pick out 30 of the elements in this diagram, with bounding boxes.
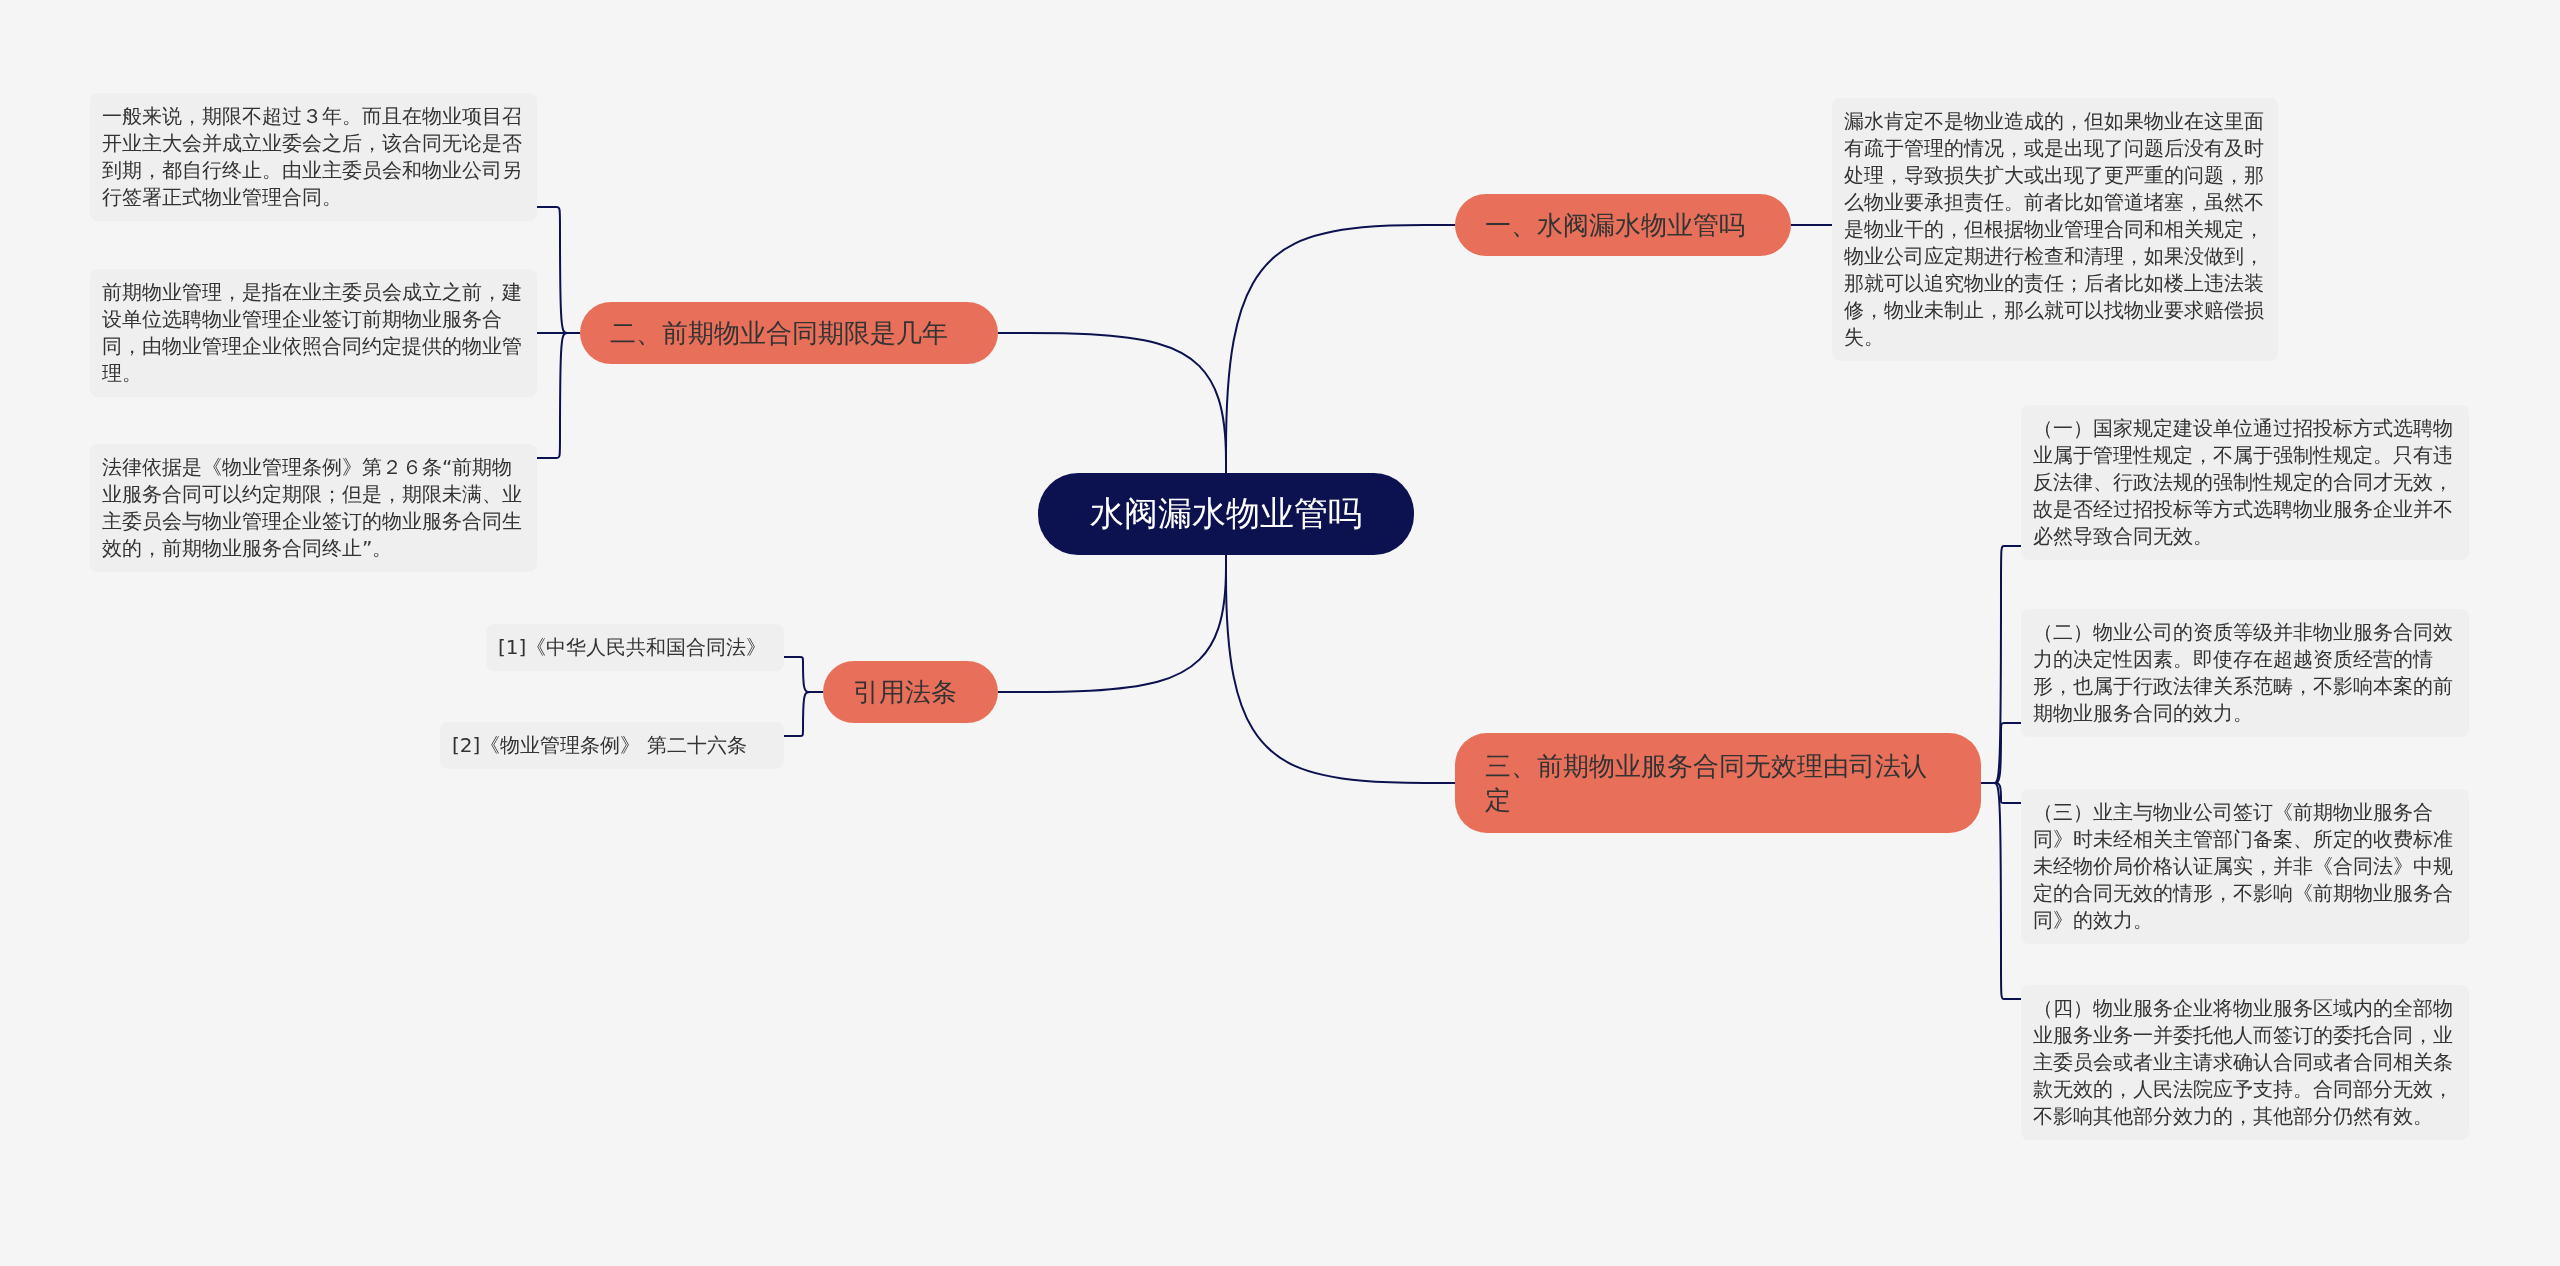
topic-text: 法律依据是《物业管理条例》第２６条“前期物业服务合同可以约定期限；但是，期限未满、业主委员会与物业管理企业签订的物业服务合同生效的，前期物业服务合同终止”。 — [102, 455, 522, 560]
connector-line — [1790, 224, 1833, 226]
connector-line — [536, 332, 581, 459]
topic-text: 一般来说，期限不超过３年。而且在物业项目召开业主大会并成立业委会之后，该合同无论是否到期，都自行终止。由业主委员会和物业公司另行签署正式物业管理合同。 — [102, 104, 522, 209]
topic-text: [1]《中华人民共和国合同法》 — [498, 635, 767, 659]
topic-text: 一、水阀漏水物业管吗 — [1485, 209, 1745, 242]
topic-text: 前期物业管理，是指在业主委员会成立之前，建设单位选聘物业管理企业签订前期物业服务合同，由物业管理企业依照合同约定提供的物业管理。 — [102, 280, 522, 385]
note-card — [2021, 789, 2469, 944]
connector-line — [997, 332, 1227, 474]
note-card — [2021, 609, 2469, 737]
topic-text: （三）业主与物业公司签订《前期物业服务合同》时未经相关主管部门备案、所定的收费标准未经物价局价格认证属实，并非《合同法》中规定的合同无效的情形，不影响《前期物业服务合同》的效力。 — [2033, 800, 2453, 932]
note-card — [440, 722, 784, 769]
topic-text: （四）物业服务企业将物业服务区域内的全部物业服务业务一并委托他人而签订的委托合同，业主委员会或者业主请求确认合同或者合同相关条款无效的，人民法院应予支持。合同部分无效，不影响其他部分效力的，其他部分仍然有效。 — [2033, 996, 2453, 1128]
note-card — [2021, 985, 2469, 1140]
topic-text: 二、前期物业合同期限是几年 — [610, 317, 948, 350]
topic-text: 三、前期物业服务合同无效理由司法认定 — [1485, 750, 1928, 817]
connector-line — [783, 691, 824, 737]
topic-text: [2]《物业管理条例》 第二十六条 — [452, 733, 747, 757]
topic-text: （二）物业公司的资质等级并非物业服务合同效力的决定性因素。即使存在超越资质经营的情形，也属于行政法律关系范畴，不影响本案的前期物业服务合同的效力。 — [2033, 620, 2453, 725]
topic-text: 漏水肯定不是物业造成的，但如果物业在这里面有疏于管理的情况，或是出现了问题后没有及时处理，导致损失扩大或出现了更严重的问题，那么物业要承担责任。前者比如管道堵塞，虽然不是物业干的，但根据物业管理合同和相关规定，物业公司应定期进行检查和清理，如果没做到，那就可以追究物业的责任；后者比如楼上违法装修，物业未制止，那么就可以找物业要求赔偿损失。 — [1844, 109, 2264, 349]
note-card — [2021, 405, 2469, 560]
connector-line — [1980, 782, 2022, 1000]
topic-text: 水阀漏水物业管吗 — [1090, 492, 1362, 535]
note-card — [486, 624, 784, 671]
note-card — [90, 444, 537, 572]
note-card — [90, 269, 537, 397]
note-card — [90, 93, 537, 221]
topic-text: （一）国家规定建设单位通过招投标方式选聘物业属于管理性规定，不属于强制性规定。只有违反法律、行政法规的强制性规定的合同才无效，故是否经过招投标等方式选聘物业服务企业并不必然导致合同无效。 — [2033, 416, 2453, 548]
branch-topic — [1455, 733, 1981, 833]
topic-text: 引用法条 — [853, 676, 957, 709]
